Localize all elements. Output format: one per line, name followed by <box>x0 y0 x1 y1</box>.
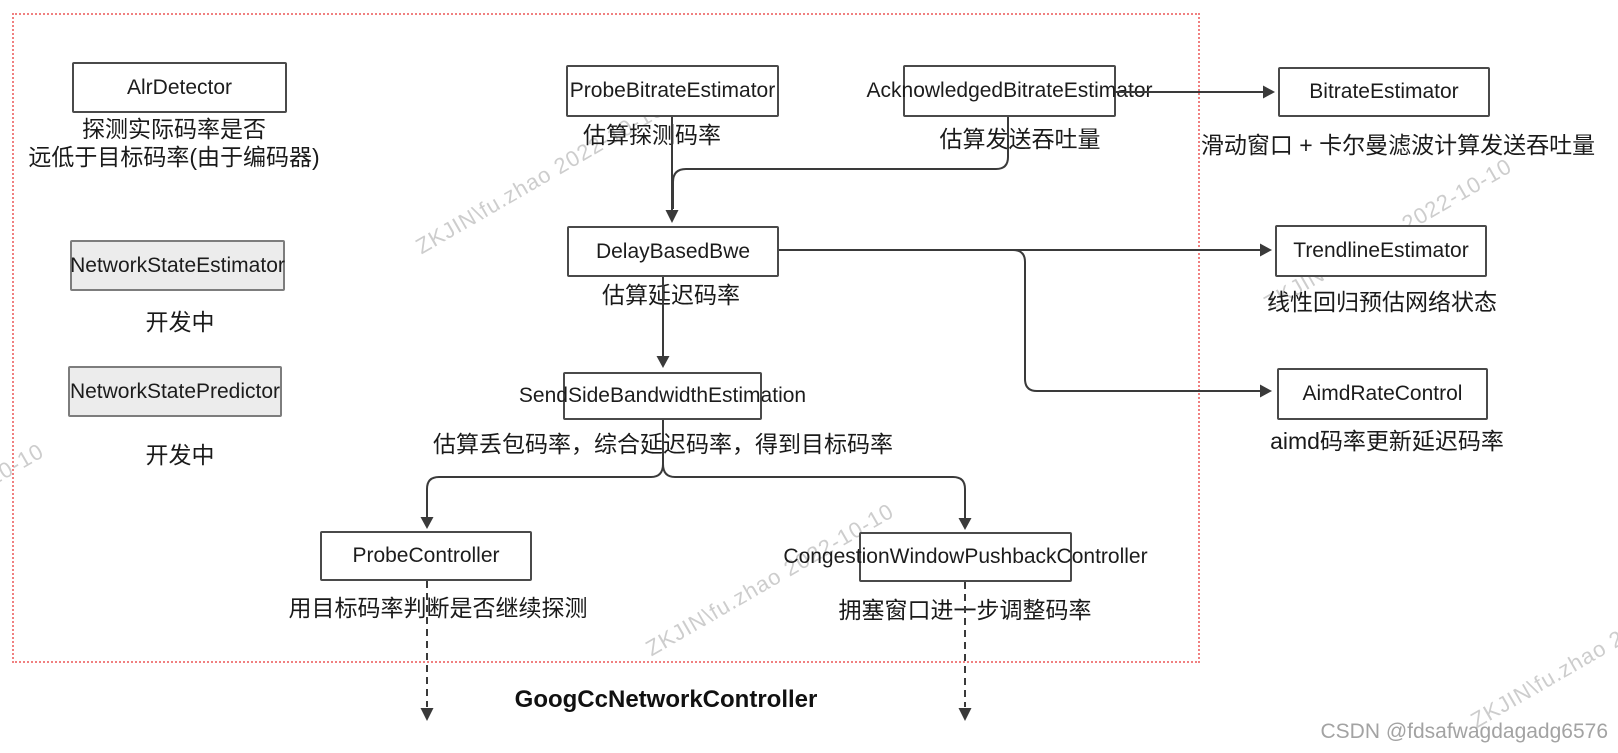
caption-probe-controller: 用目标码率判断是否继续探测 <box>288 595 588 621</box>
arrowhead <box>420 708 434 721</box>
caption-network-state-estimator: 开发中 <box>145 309 215 335</box>
node-network-state-estimator: NetworkStateEstimator <box>70 240 285 291</box>
node-probe-bitrate-estimator: ProbeBitrateEstimator <box>566 65 779 117</box>
arrowhead <box>1263 85 1275 99</box>
arrowhead <box>1260 384 1272 398</box>
caption-aimd-rate-control: aimd码率更新延迟码率 <box>1270 428 1504 454</box>
node-acknowledged-bitrate-estimator: AcknowledgedBitrateEstimator <box>867 65 1153 117</box>
caption-delay-based-bwe: 估算延迟码率 <box>602 282 740 308</box>
node-probe-controller: ProbeController <box>320 531 532 581</box>
node-bitrate-estimator: BitrateEstimator <box>1278 67 1490 117</box>
node-alr-detector: AlrDetector <box>72 62 287 113</box>
caption-send-side-bandwidth-estimation: 估算丢包码率，综合延迟码率，得到目标码率 <box>433 431 893 457</box>
node-send-side-bandwidth-estimation: SendSideBandwidthEstimation <box>519 372 806 420</box>
caption-alr-detector: 探测实际码率是否 远低于目标码率(由于编码器) <box>28 115 319 171</box>
arrowhead <box>1260 243 1272 257</box>
node-network-state-predictor: NetworkStatePredictor <box>68 366 282 417</box>
caption-probe-bitrate-estimator: 估算探测码率 <box>583 122 721 148</box>
caption-line: 远低于目标码率(由于编码器) <box>28 144 320 170</box>
caption-line: 探测实际码率是否 <box>81 116 266 142</box>
caption-trendline-estimator: 线性回归预估网络状态 <box>1267 289 1497 315</box>
caption-acknowledged-bitrate-estimator: 估算发送吞吐量 <box>939 126 1101 152</box>
footer-title: GoogCcNetworkController <box>514 686 818 713</box>
node-congestion-window-pushback-controller: CongestionWindowPushbackController <box>783 532 1148 582</box>
arrowhead <box>958 708 972 721</box>
caption-network-state-predictor: 开发中 <box>145 442 215 468</box>
caption-bitrate-estimator: 滑动窗口 + 卡尔曼滤波计算发送吞吐量 <box>1200 132 1596 158</box>
node-aimd-rate-control: AimdRateControl <box>1277 368 1488 420</box>
credit-watermark: CSDN @fdsafwagdagadg6576 <box>1320 720 1609 743</box>
caption-congestion-window-pushback-controller: 拥塞窗口进一步调整码率 <box>838 597 1092 623</box>
node-trendline-estimator: TrendlineEstimator <box>1275 225 1487 277</box>
node-delay-based-bwe: DelayBasedBwe <box>567 226 779 277</box>
watermark: ZKJIN\fu.zhao 2022-10-10 <box>1466 570 1618 733</box>
